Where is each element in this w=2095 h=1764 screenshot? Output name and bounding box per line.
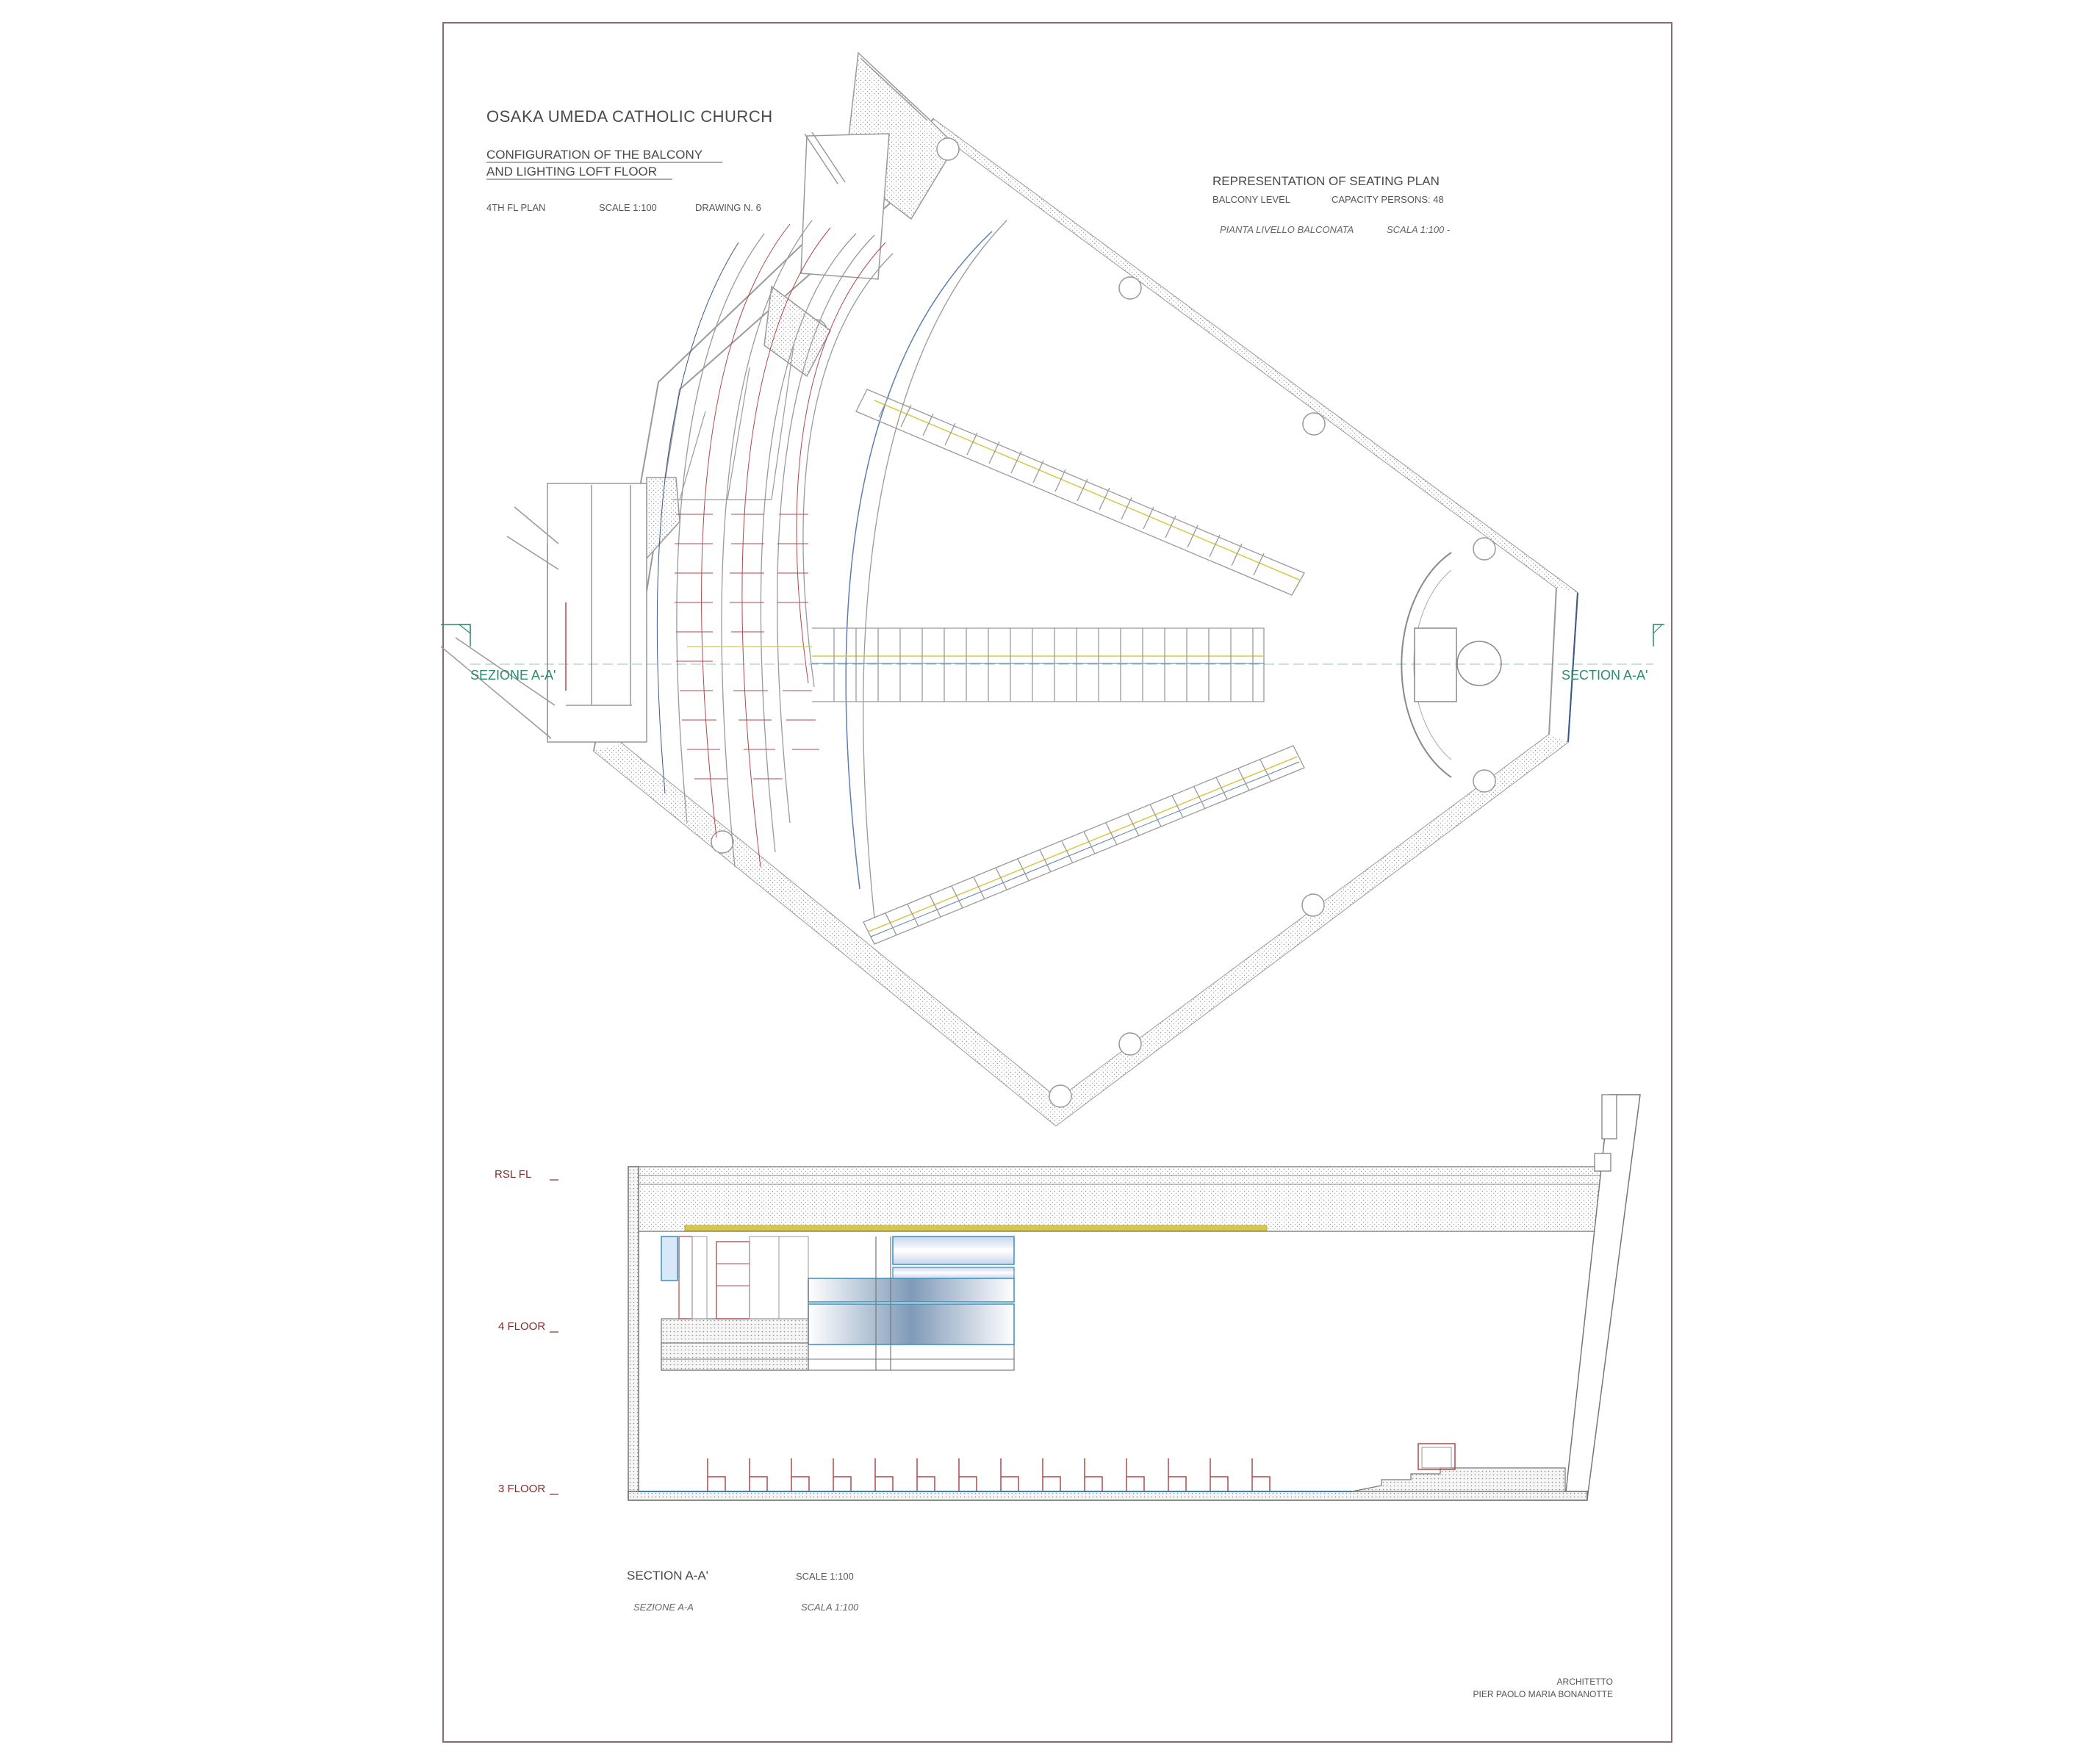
- plan-scale: SCALE 1:100: [599, 202, 657, 213]
- west-annex: [440, 483, 647, 743]
- drawing-number: DRAWING N. 6: [695, 202, 761, 213]
- level-label-4-floor: 4 FLOOR: [498, 1320, 545, 1333]
- seating-italian-scale: SCALA 1:100 -: [1387, 224, 1451, 235]
- architect-name: PIER PAOLO MARIA BONANOTTE: [1473, 1689, 1613, 1699]
- section-caption-it: SEZIONE A-A: [633, 1602, 694, 1613]
- seating-level: BALCONY LEVEL: [1212, 194, 1290, 205]
- balcony-rows: [656, 220, 1007, 919]
- floor-plan: SEZIONE A-A' SECTION A-A': [440, 51, 1664, 1127]
- inner-walls: [620, 144, 1558, 1101]
- section-drawing: RSL FL 4 FLOOR 3 FLOOR SECTION A-A' SCAL…: [495, 1094, 1641, 1613]
- architect-block: ARCHITETTO PIER PAOLO MARIA BONANOTTE: [1473, 1677, 1613, 1699]
- level-label-rsl: RSL FL: [495, 1168, 531, 1181]
- pew-row-south: [863, 745, 1305, 945]
- pew-row-centre: [687, 627, 1265, 702]
- section-marker-right: SECTION A-A': [1562, 624, 1664, 683]
- section-marker-left: SEZIONE A-A': [441, 624, 556, 683]
- title-block: OSAKA UMEDA CATHOLIC CHURCH CONFIGURATIO…: [486, 107, 773, 213]
- section-left-label: SEZIONE A-A': [470, 668, 556, 683]
- ambo: [1456, 641, 1502, 686]
- balcony-seat-ticks: [675, 514, 819, 780]
- subtitle-line1: CONFIGURATION OF THE BALCONY: [486, 148, 702, 162]
- plan-label: 4TH FL PLAN: [486, 202, 545, 213]
- altar: [1414, 627, 1457, 702]
- subtitle-line2: AND LIGHTING LOFT FLOOR: [486, 165, 657, 179]
- pew-row-north: [855, 389, 1305, 596]
- level-label-3-floor: 3 FLOOR: [498, 1483, 545, 1495]
- sheet-border: [442, 22, 1672, 1743]
- seating-capacity: CAPACITY PERSONS: 48: [1332, 194, 1444, 205]
- columns: [711, 276, 1496, 1108]
- project-title: OSAKA UMEDA CATHOLIC CHURCH: [486, 107, 773, 126]
- section-chairs: [707, 1458, 1271, 1491]
- section-floor: [628, 1491, 1588, 1501]
- section-caption: SECTION A-A': [627, 1569, 708, 1583]
- section-caption-scale: SCALE 1:100: [796, 1571, 854, 1582]
- seating-legend: REPRESENTATION OF SEATING PLAN BALCONY L…: [1212, 174, 1451, 235]
- balcony-section: [661, 1236, 1015, 1371]
- roof-slab: [628, 1166, 1614, 1232]
- section-right-label: SECTION A-A': [1562, 668, 1647, 683]
- architect-role: ARCHITETTO: [1557, 1677, 1613, 1687]
- section-left-wall: [628, 1166, 639, 1500]
- sanctuary-apse: [1401, 552, 1452, 778]
- section-caption-it-scale: SCALA 1:100: [801, 1602, 859, 1613]
- seating-heading: REPRESENTATION OF SEATING PLAN: [1212, 174, 1440, 188]
- seating-italian-label: PIANTA LIVELLO BALCONATA: [1220, 224, 1354, 235]
